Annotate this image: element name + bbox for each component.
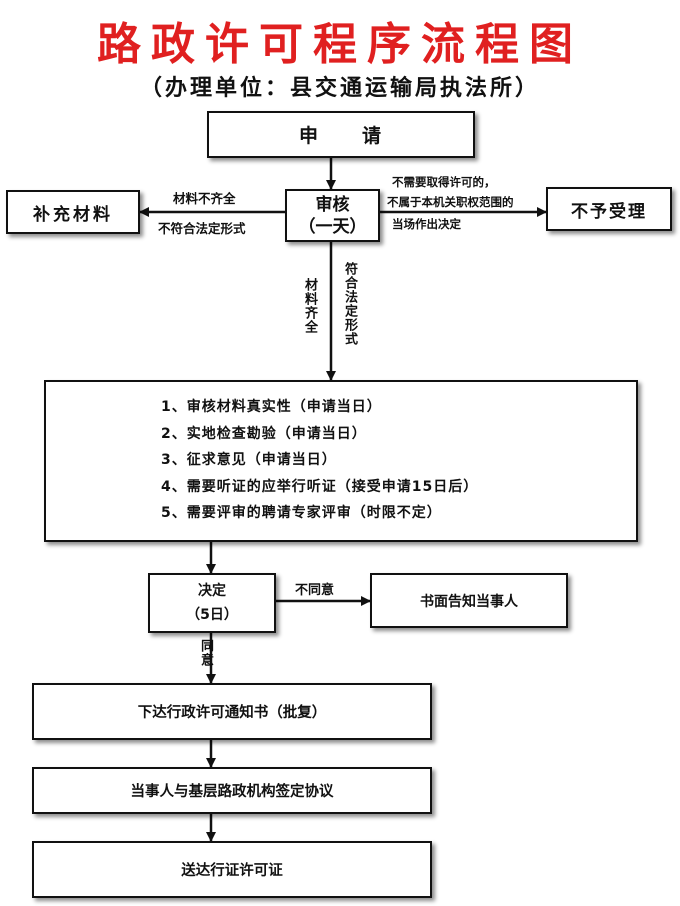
node-decision: 决定 （5日） — [148, 573, 276, 633]
node-agreement-label: 当事人与基层路政机构签定协议 — [130, 784, 334, 800]
node-notify: 书面告知当事人 — [370, 573, 568, 628]
node-decision-duration: （5日） — [186, 607, 238, 623]
node-reject-label: 不予受理 — [571, 201, 647, 222]
review-steps-box: 1、审核材料真实性（申请当日） 2、实地检查勘验（申请当日） 3、征求意见（申请… — [44, 380, 638, 542]
edge-label-complete: 材料齐全 — [302, 278, 317, 334]
edge-label-no-permit-1: 不需要取得许可的， — [392, 175, 496, 189]
edge-label-no-permit-2: 不属于本机关职权范围的 — [387, 195, 514, 209]
review-step-5: 5、需要评审的聘请专家评审（时限不定） — [161, 505, 442, 521]
edge-label-conform: 符合法定形式 — [342, 262, 357, 346]
node-license-label: 送达行证许可证 — [181, 863, 283, 879]
review-step-2: 2、实地检查勘验（申请当日） — [161, 425, 367, 442]
node-supplement-label: 补充材料 — [33, 204, 113, 225]
review-step-3: 3、征求意见（申请当日） — [161, 452, 337, 468]
page-subtitle: （办理单位：县交通运输局执法所） — [139, 76, 540, 101]
review-step-4: 4、需要听证的应举行听证（接受申请15日后） — [161, 478, 479, 495]
node-notice-label: 下达行政许可通知书（批复） — [137, 705, 327, 721]
node-apply: 申 请 — [207, 111, 475, 158]
node-notify-label: 书面告知当事人 — [420, 593, 518, 610]
node-license: 送达行证许可证 — [32, 841, 432, 898]
node-reject: 不予受理 — [546, 187, 672, 231]
edge-label-agree: 同意 — [198, 639, 213, 667]
edge-label-nonconform: 不符合法定形式 — [158, 221, 246, 236]
node-review-label: 审核 — [315, 194, 350, 215]
node-decision-label: 决定 — [198, 583, 226, 599]
node-review-duration: （一天） — [298, 216, 367, 237]
node-agreement: 当事人与基层路政机构签定协议 — [32, 767, 432, 814]
node-supplement: 补充材料 — [6, 190, 140, 234]
edge-label-incomplete: 材料不齐全 — [173, 191, 236, 206]
page-title: 路政许可程序流程图 — [97, 19, 583, 70]
node-review: 审核 （一天） — [285, 189, 380, 242]
review-step-1: 1、审核材料真实性（申请当日） — [161, 399, 382, 415]
node-notice: 下达行政许可通知书（批复） — [32, 683, 432, 740]
edge-label-no-permit-3: 当场作出决定 — [392, 217, 461, 231]
node-apply-label: 申 请 — [298, 125, 383, 147]
edge-label-disagree: 不同意 — [295, 583, 335, 598]
